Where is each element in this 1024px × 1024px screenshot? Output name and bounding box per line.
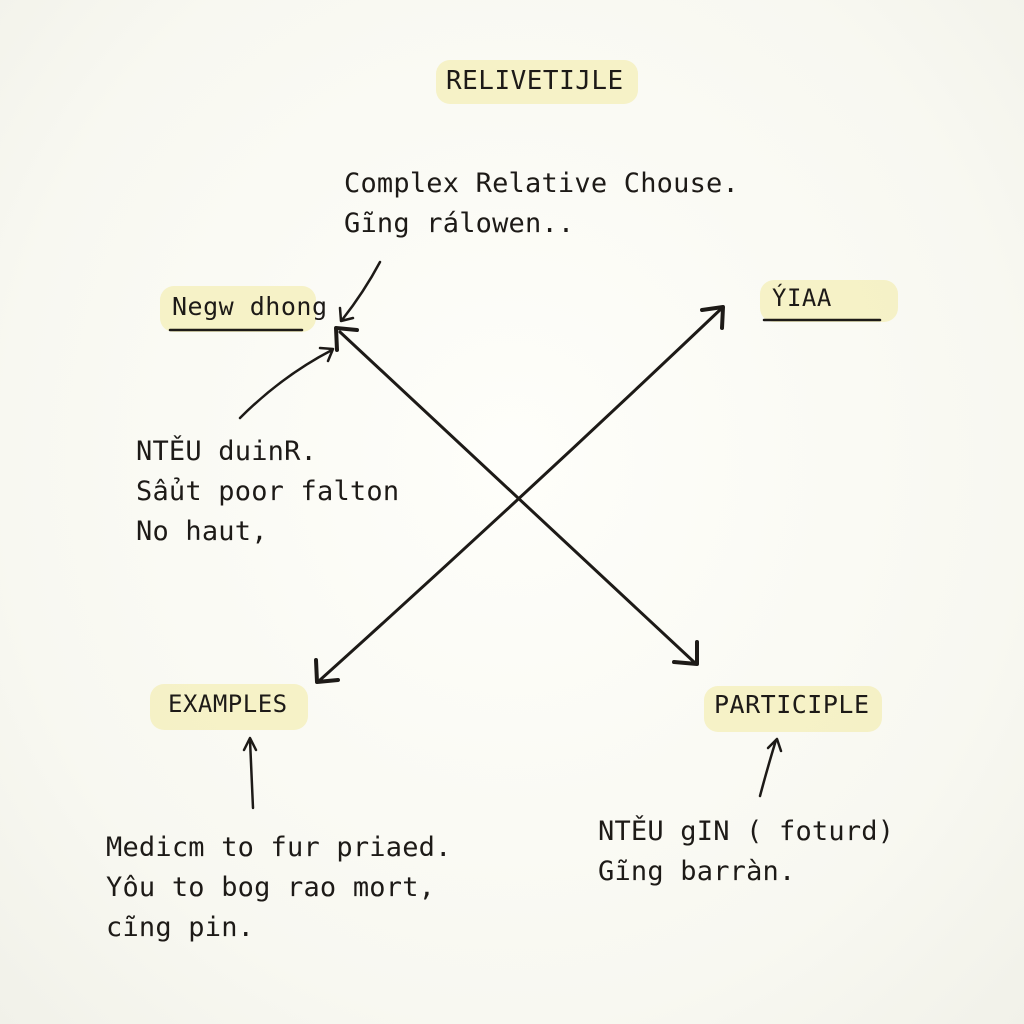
node-bottom-right-highlight <box>704 686 882 732</box>
node-bottom-left: EXAMPLES <box>168 690 288 718</box>
arrow-left-note <box>238 348 334 420</box>
title-highlight <box>436 60 638 104</box>
arrow-top-note <box>340 260 382 322</box>
arrow-bottom-right-note <box>758 738 778 798</box>
note-left-line-1: NTĚU duinR. <box>136 436 318 467</box>
note-left-line-2: Sẩut poor falton <box>136 476 400 507</box>
node-bottom-right: PARTICIPLE <box>714 690 870 719</box>
note-bottom-right-line-1: NTĚU gIN ( foturd) <box>598 816 895 847</box>
arrowhead-left-note <box>318 346 335 363</box>
note-top-line-1: Complex Relative Chouse. <box>344 168 739 199</box>
note-left: NTĚU duinR. Sẩut poor falton No haut, <box>136 432 399 552</box>
note-top-line-2: Gĩng rálowen.. <box>344 208 575 239</box>
arrowhead-diagonal-down-bottom <box>672 640 699 666</box>
node-right: ÝIAA <box>772 284 832 312</box>
arrowhead-diagonal-up-bottom <box>314 658 340 684</box>
note-bottom-right-line-2: Gĩng barràn. <box>598 856 796 887</box>
note-bottom-left-line-1: Medicm to fur priaed. <box>106 832 452 863</box>
node-bottom-left-highlight <box>150 684 308 730</box>
node-right-highlight <box>760 280 898 322</box>
note-bottom-left-line-3: cĩng pin. <box>106 912 255 943</box>
arrowhead-diagonal-up-top <box>700 305 725 330</box>
arrowhead-bottom-left-note <box>242 736 258 752</box>
note-bottom-right: NTĚU gIN ( foturd) Gĩng barràn. <box>598 812 894 892</box>
note-top: Complex Relative Chouse. Gĩng rálowen.. <box>344 164 739 244</box>
arrow-diagonal-up <box>318 306 724 682</box>
arrowhead-diagonal-down-top <box>334 326 359 352</box>
note-left-line-3: No haut, <box>136 516 268 547</box>
node-left-highlight <box>160 286 316 332</box>
arrowhead-top-note <box>338 306 355 323</box>
diagram-title: RELIVETIJLE <box>446 66 624 96</box>
note-bottom-left: Medicm to fur priaed. Yôu to bog rao mor… <box>106 828 452 948</box>
node-left: Negw dhong <box>172 292 328 321</box>
arrow-bottom-left-note <box>248 738 255 810</box>
note-bottom-left-line-2: Yôu to bog rao mort, <box>106 872 436 903</box>
arrowhead-bottom-right-note <box>766 737 783 753</box>
